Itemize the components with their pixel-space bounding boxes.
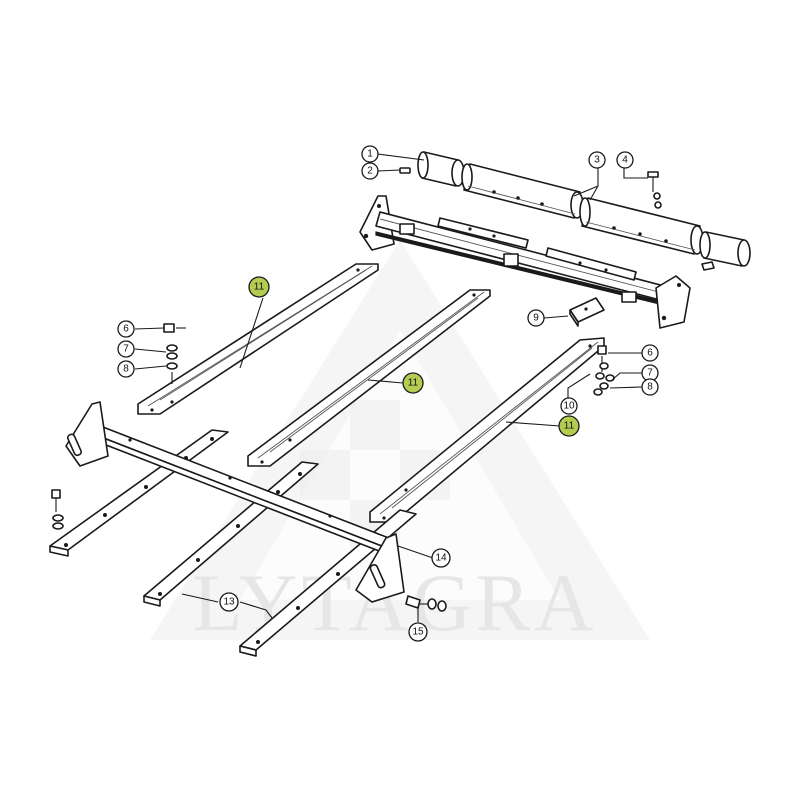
sleeve-short-right [699, 231, 751, 267]
callout-1[interactable]: 1 [361, 145, 379, 163]
hardware-left-bottom [51, 489, 64, 530]
svg-text:11: 11 [254, 282, 265, 293]
slat-middle [247, 289, 491, 467]
callout-10[interactable]: 10 [560, 397, 578, 415]
lower-bracket-left [65, 401, 109, 467]
callout-9[interactable]: 9 [527, 309, 545, 327]
svg-text:1: 1 [367, 149, 373, 160]
split-sleeve-1 [461, 163, 584, 219]
callout-11-right[interactable]: 11 [558, 415, 580, 437]
svg-text:13: 13 [223, 597, 235, 608]
svg-text:11: 11 [408, 378, 419, 389]
svg-text:7: 7 [123, 344, 129, 355]
upper-crossbeam [359, 195, 691, 329]
split-sleeve-2 [579, 197, 704, 255]
callout-11-middle[interactable]: 11 [402, 372, 424, 394]
leader-lines [134, 153, 648, 622]
svg-text:8: 8 [123, 364, 129, 375]
svg-text:10: 10 [563, 401, 575, 412]
callout-8-left[interactable]: 8 [117, 360, 135, 378]
hardware-left-top [163, 323, 186, 384]
svg-text:6: 6 [647, 348, 653, 359]
callout-3[interactable]: 3 [588, 151, 606, 169]
callout-15[interactable]: 15 [408, 622, 428, 642]
slat-right [369, 337, 605, 523]
block-part-9 [569, 297, 605, 327]
sleeve-short-left [417, 151, 465, 187]
svg-text:15: 15 [412, 627, 424, 638]
lower-bracket-right [355, 533, 405, 603]
svg-text:9: 9 [533, 313, 539, 324]
watermark: LYTAGRA [150, 240, 650, 648]
svg-text:8: 8 [647, 382, 653, 393]
slat-left [137, 263, 379, 415]
callout-7-left[interactable]: 7 [117, 340, 135, 358]
callouts: 1 2 3 4 6 7 8 9 6 7 8 10 11 11 11 13 14 … [117, 145, 659, 642]
callout-2[interactable]: 2 [361, 162, 379, 180]
svg-text:7: 7 [647, 368, 653, 379]
callout-6-right[interactable]: 6 [641, 344, 659, 362]
svg-text:11: 11 [564, 421, 575, 432]
svg-text:2: 2 [367, 166, 373, 177]
callout-13[interactable]: 13 [219, 592, 239, 612]
hardware-right-top [593, 345, 615, 396]
callout-4[interactable]: 4 [616, 151, 634, 169]
callout-6-left[interactable]: 6 [117, 320, 135, 338]
callout-8-right[interactable]: 8 [641, 378, 659, 396]
svg-text:4: 4 [622, 155, 628, 166]
svg-text:14: 14 [435, 553, 447, 564]
callout-11-left[interactable]: 11 [248, 276, 270, 298]
small-pins [399, 167, 715, 271]
svg-text:6: 6 [123, 324, 129, 335]
callout-14[interactable]: 14 [431, 548, 451, 568]
svg-text:3: 3 [594, 155, 600, 166]
